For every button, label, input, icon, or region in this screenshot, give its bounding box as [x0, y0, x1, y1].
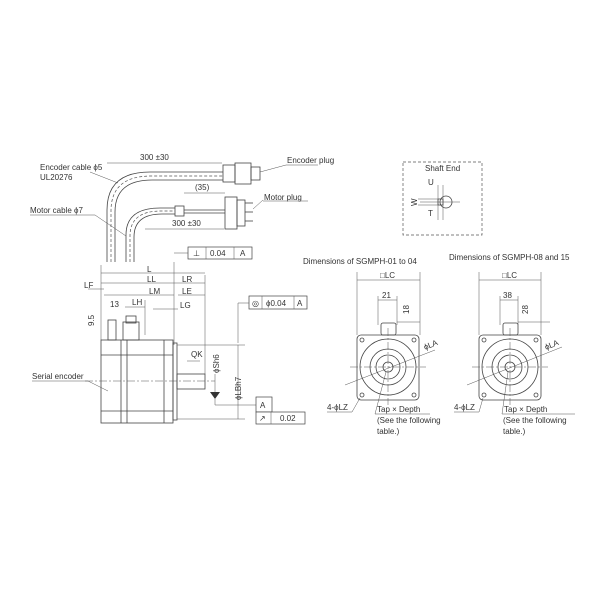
shaft_end-W-label: W	[410, 198, 419, 206]
perpendicularity-tolerance: ⊥ 0.04 A	[174, 246, 253, 260]
front_views-1-lc-label: □LC	[502, 271, 517, 280]
serial-encoder-label: Serial encoder	[32, 372, 84, 381]
shaft-end-detail: Shaft End U W T	[402, 161, 483, 236]
motor-cable-length: 300 ±30	[172, 219, 201, 228]
shaft_end-U-label: U	[428, 178, 434, 187]
motor-cable	[125, 207, 175, 262]
front_views-0-height-label: 18	[402, 305, 411, 314]
side_view-dims-LM-label: LM	[149, 287, 160, 296]
front_views-0-note2-label: table.)	[377, 427, 400, 436]
side_view-runout-value-label: 0.02	[280, 414, 296, 423]
side_view-dims-LR-label: LR	[182, 275, 192, 284]
side_view-dims-d13-label: 13	[110, 300, 119, 309]
side_view-concentricity-value-label: ϕ0.04	[266, 299, 287, 308]
encoder-plug-label: Encoder plug	[287, 156, 334, 165]
front_views-0-width-label: 21	[382, 291, 391, 300]
side_view-dims-LL-label: LL	[147, 275, 156, 284]
front_views-1-lz-label: 4-ϕLZ	[454, 403, 475, 412]
encoder-cable-label: Encoder cable ϕ5	[40, 163, 103, 172]
motor-plug-label: Motor plug	[264, 193, 302, 202]
concentricity-tolerance: ◎ ϕ0.04 A	[237, 295, 308, 343]
encoder-cable-length: 300 ±30	[140, 153, 169, 162]
side_view-dims-LH-label: LH	[132, 298, 142, 307]
side_view-perpendicularity-datum-label: A	[240, 249, 246, 258]
shaft_end-title-label: Shaft End	[425, 164, 460, 173]
side_view-perpendicularity-value-label: 0.04	[210, 249, 226, 258]
front_views-1-note1-label: (See the following	[503, 416, 567, 425]
front_views-0-title-label: Dimensions of SGMPH-01 to 04	[303, 257, 417, 266]
side_view-datum_label-label: A	[260, 401, 266, 410]
encoder-plug	[222, 162, 287, 185]
front_views-0-lz-label: 4-ϕLZ	[327, 403, 348, 412]
side_view-runout-symbol-label: ↗	[259, 414, 266, 423]
side_view-dims-d95-label: 9.5	[87, 314, 96, 326]
datum-triangle	[210, 392, 220, 399]
shaft_end-T-label: T	[428, 209, 433, 218]
qk-dimension: QK	[191, 350, 203, 359]
front_views-1-width-label: 38	[503, 291, 512, 300]
side_view-dims-L-label: L	[147, 265, 152, 274]
front-view-sgmph-08-15: Dimensions of SGMPH-08 and 15 □LC 38 28 …	[449, 253, 575, 436]
encoder-cable-spec: UL20276	[40, 173, 73, 182]
front_views-0-la-label: ϕLA	[422, 338, 439, 352]
front_views-0-lc-label: □LC	[380, 271, 395, 280]
front_views-1-title-label: Dimensions of SGMPH-08 and 15	[449, 253, 570, 262]
sh6-dimension: ϕSh6	[212, 354, 221, 373]
front-view-sgmph-01-04: Dimensions of SGMPH-01 to 04 □LC 21 18 ϕ…	[303, 257, 441, 436]
motor-body	[85, 315, 215, 424]
side_view-dims-LE-label: LE	[182, 287, 192, 296]
side_view-dims-LG-label: LG	[180, 301, 191, 310]
front_views-0-note1-label: (See the following	[377, 416, 441, 425]
front_views-1-la-label: ϕLA	[543, 338, 560, 352]
motor-cable-label: Motor cable ϕ7	[30, 206, 84, 215]
front_views-0-tap-label: Tap × Depth	[377, 405, 420, 414]
motor-plug-offset: (35)	[195, 183, 210, 192]
side_view-concentricity-datum-label: A	[297, 299, 303, 308]
runout-tolerance: A ↗ 0.02	[255, 396, 306, 425]
side_view-dims-LF-label: LF	[84, 281, 93, 290]
encoder-cable	[106, 171, 223, 262]
front_views-1-tap-label: Tap × Depth	[504, 405, 547, 414]
length-dimensions: L LL LR LF LM LE LH 13 LG 9.5	[84, 262, 206, 374]
front_views-1-height-label: 28	[521, 305, 530, 314]
lbh7-dimension: ϕLBh7	[234, 376, 243, 400]
side_view-concentricity-symbol-label: ◎	[252, 299, 259, 308]
front_views-1-note2-label: table.)	[503, 427, 526, 436]
side_view-perpendicularity-symbol-label: ⊥	[193, 249, 200, 258]
motor-plug	[174, 196, 264, 230]
